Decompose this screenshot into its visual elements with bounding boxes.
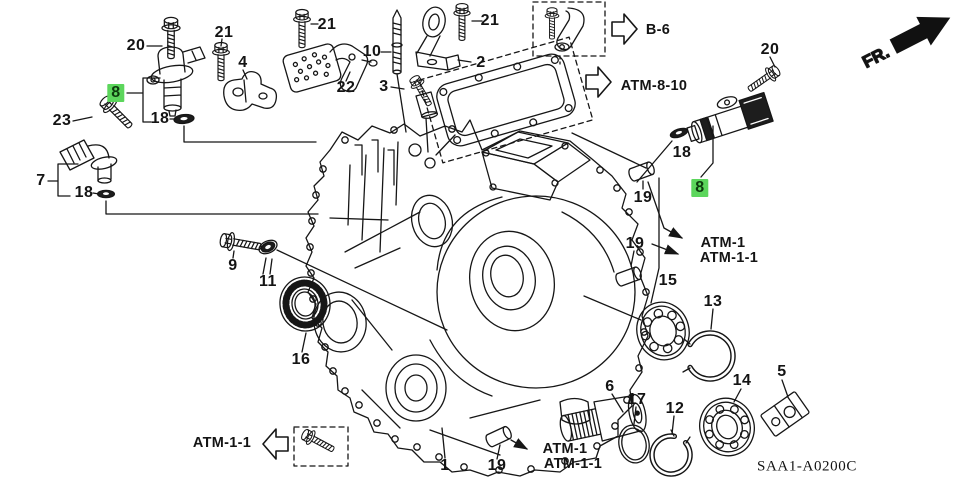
o-ring-17	[618, 424, 650, 464]
bearing-14	[699, 397, 755, 457]
callout-20-left[interactable]: 20	[126, 37, 146, 54]
callout-19-bottom[interactable]: 19	[487, 457, 507, 474]
speed-sensor-8-right	[686, 91, 774, 144]
callout-14[interactable]: 14	[732, 372, 752, 389]
diagram-code: SAA1-A0200C	[757, 458, 857, 475]
callout-15[interactable]: 15	[658, 272, 678, 289]
leader-lines	[47, 20, 789, 460]
reference-block-arrows	[262, 13, 638, 460]
switch-5	[760, 391, 810, 437]
callout-17[interactable]: 17	[627, 391, 647, 408]
bracket-2	[415, 6, 461, 71]
callout-2[interactable]: 2	[476, 54, 486, 71]
callout-22[interactable]: 22	[336, 79, 356, 96]
callout-12[interactable]: 12	[665, 400, 685, 417]
callout-19-right-upper[interactable]: 19	[633, 189, 653, 206]
callout-3[interactable]: 3	[379, 78, 389, 95]
ref-link-atm-1-right[interactable]: ATM-1	[700, 234, 746, 251]
ref-link-atm-1-1-bottom[interactable]: ATM-1-1	[543, 455, 603, 472]
ref-link-atm-1-1-right[interactable]: ATM-1-1	[699, 249, 759, 266]
callout-13[interactable]: 13	[703, 293, 723, 310]
callout-18-left[interactable]: 18	[74, 184, 94, 201]
bearing-15	[636, 301, 690, 361]
callout-4[interactable]: 4	[238, 54, 248, 71]
callout-9[interactable]: 9	[228, 257, 238, 274]
ref-link-atm-1-1-left[interactable]: ATM-1-1	[192, 434, 252, 451]
ref-link-atm-1-bottom[interactable]: ATM-1	[542, 440, 588, 457]
atm-8-10-block-arrow-icon	[585, 66, 612, 98]
ref-link-atm-8-10[interactable]: ATM-8-10	[620, 77, 688, 94]
callout-7[interactable]: 7	[36, 172, 46, 189]
callout-23[interactable]: 23	[52, 112, 72, 129]
callout-8-right[interactable]: 8	[691, 179, 709, 197]
callout-16[interactable]: 16	[291, 351, 311, 368]
stud-10	[391, 9, 403, 75]
bracket-4	[223, 71, 278, 112]
callout-20-right[interactable]: 20	[760, 41, 780, 58]
callout-18-right[interactable]: 18	[672, 144, 692, 161]
callout-6[interactable]: 6	[605, 378, 615, 395]
callout-11[interactable]: 11	[259, 273, 277, 290]
b6-block-arrow-icon	[611, 13, 638, 45]
ref-link-b-6[interactable]: B-6	[645, 21, 671, 38]
callout-21-right[interactable]: 21	[480, 12, 500, 29]
callout-1[interactable]: 1	[440, 457, 450, 474]
bolt-box-bottom-left	[293, 426, 349, 467]
callout-18-top-left[interactable]: 18	[150, 110, 170, 127]
callout-8-left[interactable]: 8	[107, 84, 125, 102]
callout-21-mid[interactable]: 21	[317, 16, 337, 33]
atm-1-1-left-block-arrow-icon	[262, 428, 289, 460]
plate-22	[282, 43, 378, 93]
gasket-drawing	[418, 36, 594, 164]
callout-19-right-mid[interactable]: 19	[625, 235, 645, 252]
snap-ring-13	[682, 330, 736, 382]
callout-21-left[interactable]: 21	[214, 24, 234, 41]
washer-11	[258, 239, 278, 255]
oil-seal-16	[279, 276, 331, 332]
callout-5[interactable]: 5	[777, 363, 787, 380]
atm1-pointer-arrows	[510, 181, 684, 450]
speed-sensor-8-left	[146, 46, 206, 117]
callout-10[interactable]: 10	[362, 43, 382, 60]
b6-bracket-box	[532, 1, 606, 65]
